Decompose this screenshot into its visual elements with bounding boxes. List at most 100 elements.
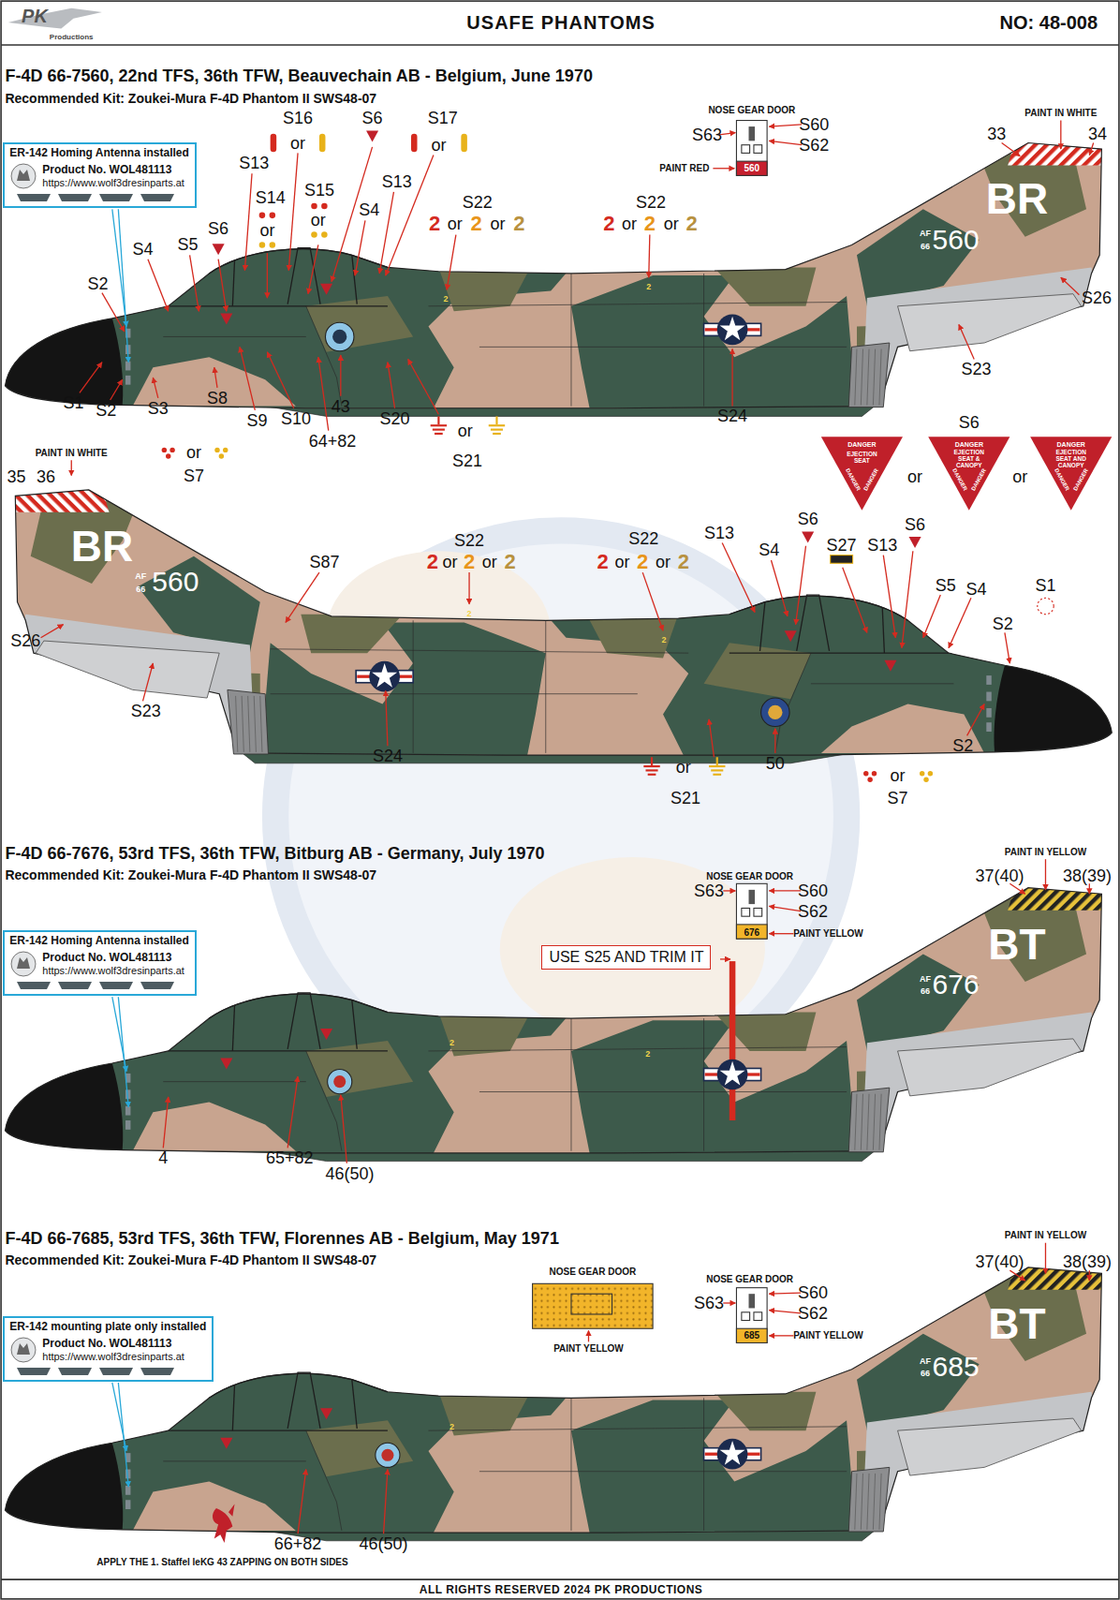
decal-option: 2 xyxy=(644,213,656,235)
leader-line xyxy=(318,356,329,430)
fuselage-outline xyxy=(14,489,1112,755)
callout-number: 34 xyxy=(1088,125,1107,143)
danger-text: DANGER xyxy=(955,440,984,447)
serial-number: 560 xyxy=(151,567,199,596)
box-text: Product No. WOL481113 xyxy=(42,1337,185,1351)
callout-number: S2 xyxy=(95,401,117,419)
callout-number: or xyxy=(490,215,506,233)
leader-line xyxy=(287,1075,298,1148)
box-heading: ER-142 mounting plate only installed xyxy=(9,1320,207,1334)
leader-line xyxy=(285,572,320,622)
leader-line xyxy=(1089,143,1093,156)
callout-number: S1 xyxy=(62,394,84,412)
leader-line xyxy=(722,543,755,613)
stabilator xyxy=(898,294,1082,352)
leader-line xyxy=(768,1334,794,1336)
leader-line xyxy=(1004,632,1010,664)
stencil-number: 2 xyxy=(449,1038,455,1047)
sheet-number: NO: 48-008 xyxy=(1000,13,1099,32)
callout-number: S13 xyxy=(238,154,269,172)
serial-prefix: 66 xyxy=(920,241,930,251)
fuselage-outline xyxy=(4,143,1102,409)
callout-number: 43 xyxy=(331,397,351,415)
leader-line xyxy=(1002,143,1021,157)
brand-text: Productions xyxy=(49,33,94,42)
callout-number: or xyxy=(1012,468,1028,486)
leader-line xyxy=(385,690,388,746)
leader-line xyxy=(308,244,319,294)
aircraft-profile xyxy=(0,102,1120,429)
callout-number: S3 xyxy=(147,399,169,417)
camouflage xyxy=(0,1225,1120,1553)
camouflage xyxy=(0,102,1120,429)
paint-note: NOSE GEAR DOOR xyxy=(707,105,796,116)
serial-prefix: 66 xyxy=(920,986,930,995)
callout-number: S4 xyxy=(132,240,153,258)
leader-line xyxy=(297,1469,307,1534)
product-note-box: ER-142 Homing Antenna installedProduct N… xyxy=(2,142,197,208)
box-heading: ER-142 Homing Antenna installed xyxy=(9,147,190,161)
callout-number: S2 xyxy=(992,615,1014,633)
callout-number: 64+82 xyxy=(309,432,357,450)
leader-line xyxy=(266,252,268,298)
stencil-number: 2 xyxy=(449,1421,455,1430)
leader-line xyxy=(948,597,972,648)
box-text: Product No. WOL481113 xyxy=(42,163,185,177)
serial-prefix: AF xyxy=(919,229,931,238)
leader-line xyxy=(79,362,103,394)
callout-number: or xyxy=(482,553,498,571)
callout-number: 37(40) xyxy=(974,1252,1024,1270)
leader-line xyxy=(1009,883,1025,894)
callout-number: S62 xyxy=(797,1304,828,1322)
leader-line xyxy=(354,220,366,276)
leader-line xyxy=(190,254,200,311)
leader-line xyxy=(768,1310,801,1313)
callout-number: S1 xyxy=(1034,576,1056,594)
leader-line xyxy=(722,889,736,891)
aircraft-heading: F-4D 66-7685, 53rd TFS, 36th TFW, Floren… xyxy=(4,1229,560,1247)
danger-text: DANGER xyxy=(1053,467,1071,492)
leader-line xyxy=(340,1094,348,1164)
decal-option: 2 xyxy=(428,213,441,235)
decal-option: 2 xyxy=(463,551,475,573)
leader-line xyxy=(774,728,776,753)
callout-number: 33 xyxy=(987,125,1006,143)
callout-number: S16 xyxy=(282,109,313,127)
kit-note: Recommended Kit: Zoukei-Mura F-4D Phanto… xyxy=(4,1252,377,1267)
brand-logo-mark xyxy=(9,162,38,191)
callout-number: S63 xyxy=(692,126,723,144)
box-text: USE S25 AND TRIM IT xyxy=(548,948,704,966)
callout-number: S22 xyxy=(462,193,493,211)
leader-line xyxy=(147,259,169,312)
callout-number: S24 xyxy=(372,747,403,765)
callout-number: or xyxy=(442,553,457,571)
stabilator xyxy=(898,1038,1082,1096)
callout-number: or xyxy=(676,758,692,776)
danger-triangle xyxy=(821,436,1112,510)
callout-number: S13 xyxy=(867,536,898,554)
camouflage xyxy=(0,448,1118,776)
danger-text: DANGER xyxy=(951,467,969,492)
leader-line xyxy=(720,957,731,959)
tail-code: BT xyxy=(987,1301,1046,1345)
canopy xyxy=(168,248,388,307)
leader-line xyxy=(1045,858,1047,890)
leader-line xyxy=(152,377,158,398)
brand-logo-mark xyxy=(9,949,38,978)
leader-line xyxy=(102,293,125,332)
nose-gear-door-inner xyxy=(532,1282,654,1328)
paint-note: NOSE GEAR DOOR xyxy=(706,871,794,882)
squadron-badge xyxy=(375,1442,400,1467)
aircraft-profile xyxy=(0,1225,1120,1553)
danger-stencil xyxy=(220,283,333,325)
decal-option: 2 xyxy=(471,213,483,235)
leader-line xyxy=(266,352,294,409)
paint-note: PAINT IN YELLOW xyxy=(1004,847,1087,857)
aircraft-heading: F-4D 66-7560, 22nd TFS, 36th TFW, Beauve… xyxy=(4,67,593,85)
danger-text: EJECTION SEAT xyxy=(842,451,881,465)
kit-note: Recommended Kit: Zoukei-Mura F-4D Phanto… xyxy=(4,91,377,105)
callout-number: S26 xyxy=(1081,289,1112,307)
brand-logo-mark xyxy=(9,1335,38,1364)
paint-note: NOSE GEAR DOOR xyxy=(548,1267,636,1277)
serial-prefix: AF xyxy=(919,1356,931,1366)
